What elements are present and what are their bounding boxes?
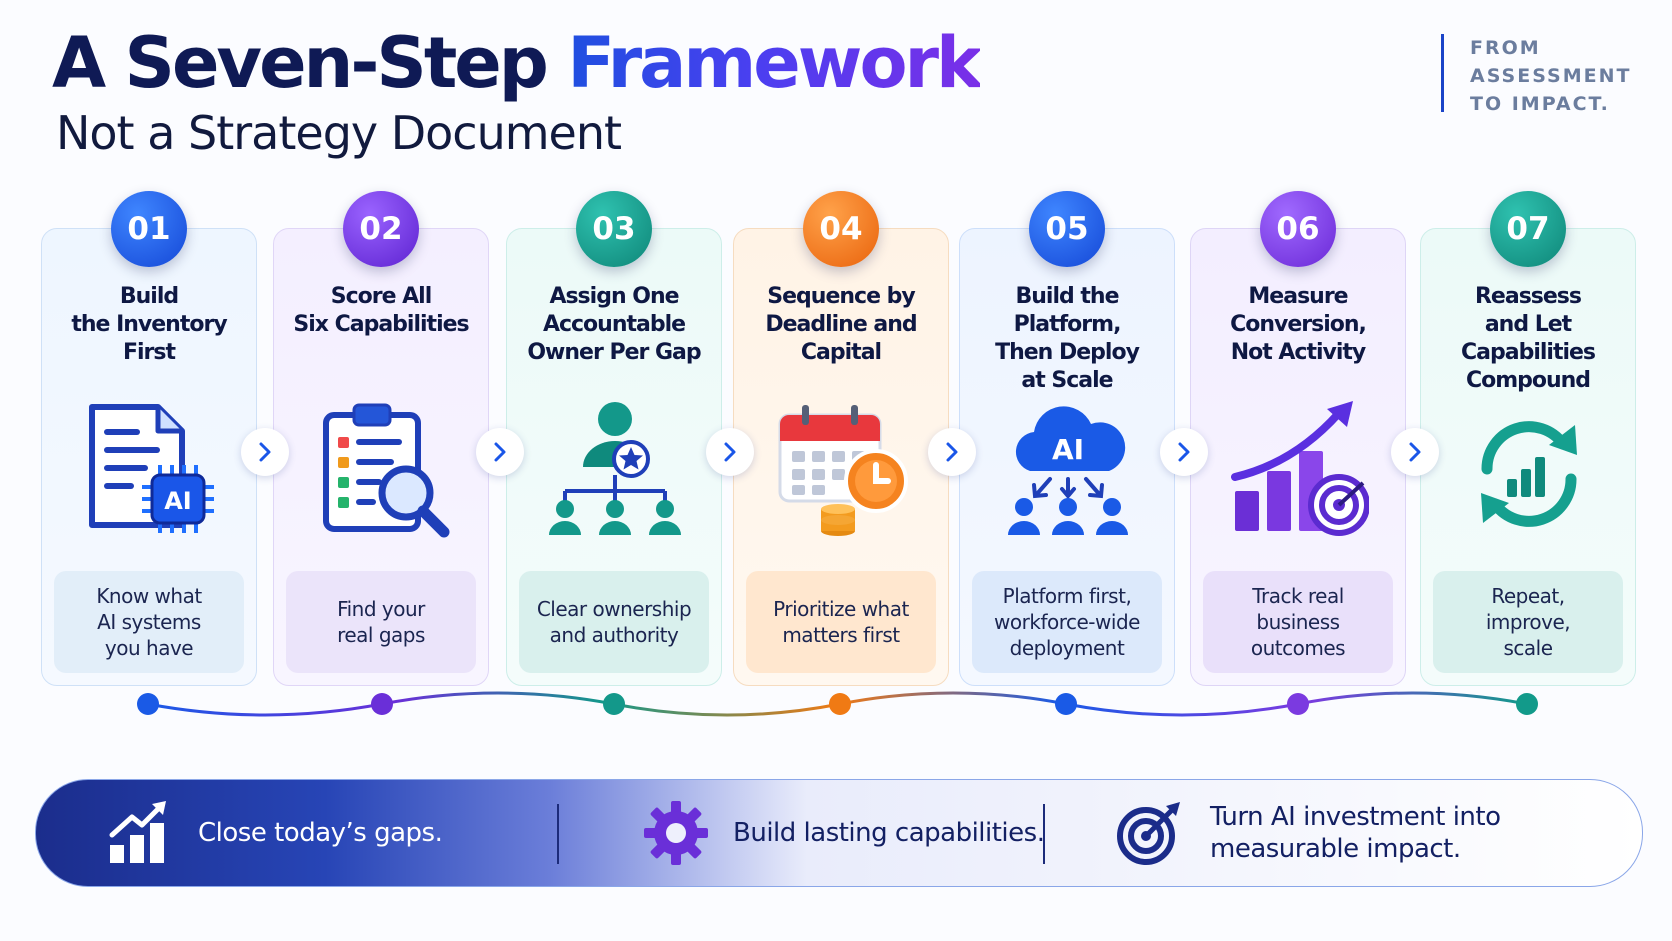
step-title: Build the Inventory First xyxy=(71,284,227,365)
chevron-right-icon xyxy=(494,442,506,462)
banner-divider xyxy=(557,804,559,864)
title-part-2: Framework xyxy=(567,22,982,104)
step-card-7: 07 Reassess and Let Capabilities Compoun… xyxy=(1420,191,1636,686)
banner-item-label: Turn AI investment into measurable impac… xyxy=(1210,802,1501,864)
timeline-node xyxy=(829,693,851,715)
timeline-node xyxy=(137,693,159,715)
step-card-4: 04 Sequence by Deadline and Capital Prio… xyxy=(733,191,949,686)
timeline-node xyxy=(603,693,625,715)
timeline-node xyxy=(1287,693,1309,715)
calendar-clock-coins-icon xyxy=(772,399,912,539)
banner-item-label: Close today’s gaps. xyxy=(198,818,443,848)
step-number-badge: 03 xyxy=(576,191,652,267)
bar-chart-arrow-icon xyxy=(109,801,166,863)
summary-banner: Close today’s gaps. Build lasting capabi… xyxy=(35,779,1643,887)
chevron-right-icon xyxy=(259,442,271,462)
next-step-chevron-1 xyxy=(241,428,289,476)
step-description: Platform first, workforce-wide deploymen… xyxy=(972,571,1162,673)
tagline-line-2: ASSESSMENT xyxy=(1470,65,1632,87)
page-title: A Seven-Step Framework xyxy=(52,18,983,108)
step-title: Measure Conversion, Not Activity xyxy=(1230,284,1367,365)
step-card-6: 06 Measure Conversion, Not Activity Trac… xyxy=(1190,191,1406,686)
next-step-chevron-4 xyxy=(928,428,976,476)
step-title: Score All Six Capabilities xyxy=(293,284,469,337)
growth-chart-target-icon xyxy=(1229,399,1370,539)
step-description: Find your real gaps xyxy=(286,571,476,673)
target-arrow-icon xyxy=(1117,802,1180,865)
step-number-badge: 02 xyxy=(343,191,419,267)
org-chart-owner-icon xyxy=(545,399,685,539)
banner-divider xyxy=(1043,804,1045,864)
step-card-5: 05 Build the Platform, Then Deploy at Sc… xyxy=(959,191,1175,686)
chevron-right-icon xyxy=(1178,442,1190,462)
step-number-badge: 05 xyxy=(1029,191,1105,267)
step-description: Clear ownership and authority xyxy=(519,571,709,673)
next-step-chevron-3 xyxy=(706,428,754,476)
document-ai-chip-icon: AI xyxy=(80,399,220,539)
cycle-arrows-chart-icon xyxy=(1459,399,1599,539)
progress-timeline xyxy=(137,691,1538,717)
tagline-line-3: TO IMPACT. xyxy=(1470,93,1610,115)
step-number-badge: 07 xyxy=(1490,191,1566,267)
gear-icon xyxy=(644,801,708,865)
title-part-1: A Seven-Step xyxy=(52,22,549,104)
banner-item-measurable-impact: Turn AI investment into measurable impac… xyxy=(1116,780,1501,886)
timeline-node xyxy=(1055,693,1077,715)
ai-chip-label: AI xyxy=(164,487,192,515)
step-description: Track real business outcomes xyxy=(1203,571,1393,673)
chevron-right-icon xyxy=(1409,442,1421,462)
chevron-right-icon xyxy=(946,442,958,462)
banner-item-build-capabilities: Build lasting capabilities. xyxy=(643,780,1045,886)
ai-cloud-label: AI xyxy=(1052,433,1084,466)
chevron-right-icon xyxy=(724,442,736,462)
step-card-1: 01 Build the Inventory First AI Know wha… xyxy=(41,191,257,686)
next-step-chevron-5 xyxy=(1160,428,1208,476)
step-number-badge: 04 xyxy=(803,191,879,267)
step-title: Build the Platform, Then Deploy at Scale xyxy=(995,284,1140,393)
step-title: Assign One Accountable Owner Per Gap xyxy=(527,284,701,365)
clipboard-magnifier-icon xyxy=(312,399,452,539)
banner-item-close-gaps: Close today’s gaps. xyxy=(108,780,443,886)
step-title: Reassess and Let Capabilities Compound xyxy=(1460,284,1596,393)
next-step-chevron-6 xyxy=(1391,428,1439,476)
page-subtitle: Not a Strategy Document xyxy=(56,106,622,160)
step-card-2: 02 Score All Six Capabilities Find your … xyxy=(273,191,489,686)
step-description: Repeat, improve, scale xyxy=(1433,571,1623,673)
timeline-node xyxy=(1516,693,1538,715)
step-description: Prioritize what matters first xyxy=(746,571,936,673)
step-card-3: 03 Assign One Accountable Owner Per Gap … xyxy=(506,191,722,686)
banner-item-label: Build lasting capabilities. xyxy=(733,818,1045,848)
tagline: FROM ASSESSMENT TO IMPACT. xyxy=(1441,34,1632,115)
step-number-badge: 06 xyxy=(1260,191,1336,267)
next-step-chevron-2 xyxy=(476,428,524,476)
timeline-node xyxy=(371,693,393,715)
ai-cloud-deploy-icon: AI xyxy=(998,399,1138,539)
step-description: Know what AI systems you have xyxy=(54,571,244,673)
step-number-badge: 01 xyxy=(111,191,187,267)
step-title: Sequence by Deadline and Capital xyxy=(765,284,917,365)
tagline-line-1: FROM xyxy=(1470,37,1541,59)
header: A Seven-Step Framework Not a Strategy Do… xyxy=(52,18,983,160)
